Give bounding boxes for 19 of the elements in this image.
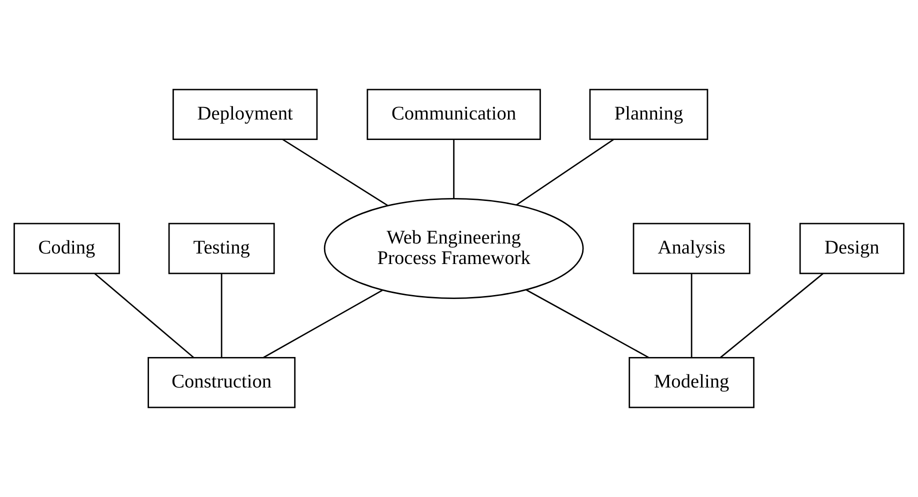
connector [690, 274, 692, 358]
connector [720, 273, 824, 358]
connector [526, 289, 650, 358]
connector [263, 290, 383, 358]
connector [220, 274, 222, 358]
connector [453, 140, 454, 199]
connector [516, 139, 614, 206]
node-box: Planning [589, 88, 708, 140]
node-box: Design [799, 222, 904, 274]
node-box: Analysis [632, 222, 750, 274]
node-box: Testing [168, 222, 275, 274]
node-box: Deployment [172, 88, 318, 140]
connector [94, 273, 194, 358]
connector [282, 138, 388, 206]
node-box: Modeling [628, 357, 754, 408]
node-box: Coding [14, 222, 120, 274]
node-ellipse: Web Engineering Process Framework [324, 198, 584, 299]
node-box: Communication [366, 88, 541, 140]
node-box: Construction [148, 357, 296, 408]
